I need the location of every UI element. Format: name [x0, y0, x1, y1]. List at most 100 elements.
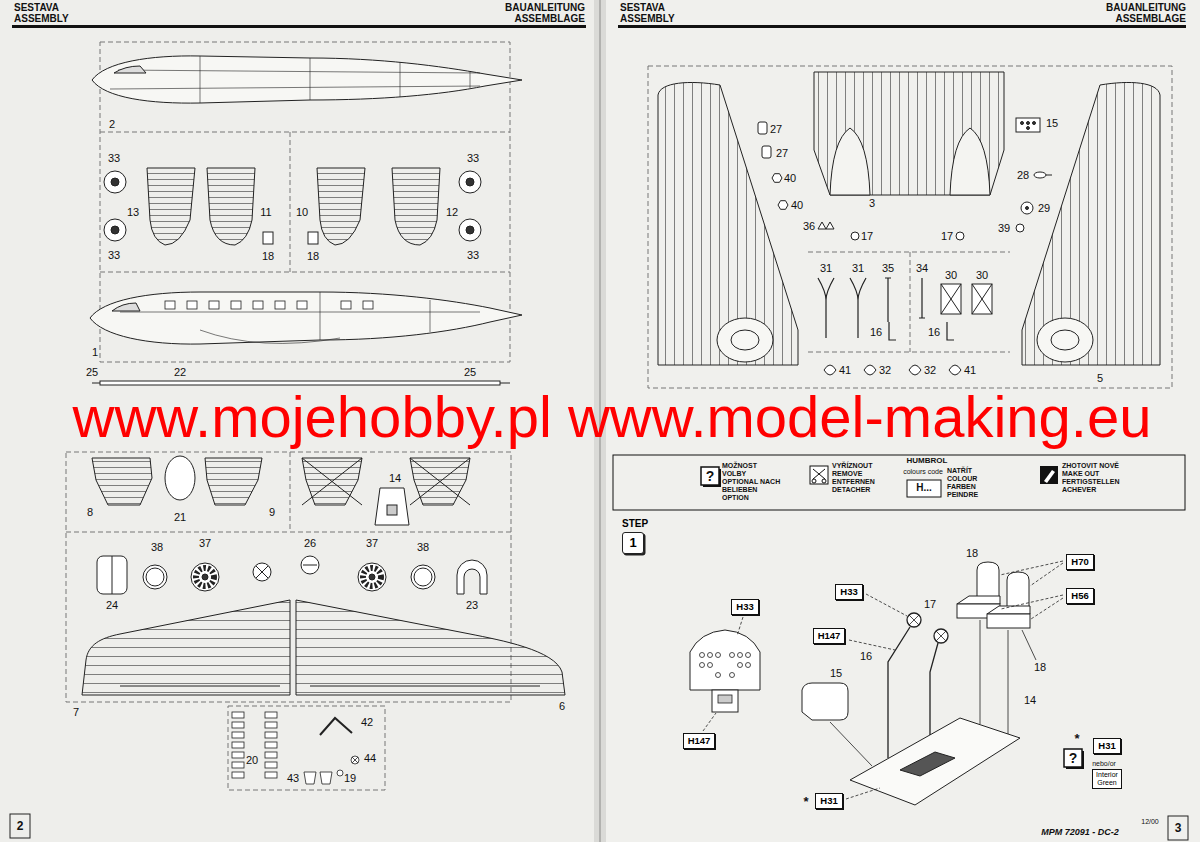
colour-code: H147	[818, 631, 841, 641]
part-number: 7	[73, 707, 79, 718]
instrument-panel	[716, 673, 721, 678]
colour-leader	[737, 617, 743, 636]
seat	[1007, 572, 1029, 610]
part-number: 41	[839, 365, 851, 376]
small-part	[1021, 122, 1024, 125]
small-part	[941, 284, 992, 314]
wheel	[104, 171, 126, 193]
page-number: 2	[17, 820, 24, 832]
header-rule	[618, 25, 1186, 28]
window-sprue	[232, 712, 244, 718]
seat	[987, 614, 1030, 628]
colour-leader	[846, 788, 880, 799]
small-part	[818, 222, 834, 229]
window-sprue	[265, 752, 277, 758]
legend-band	[613, 455, 1185, 510]
colour-code-box	[907, 480, 941, 497]
cabin-window	[209, 301, 219, 309]
small-part	[909, 365, 921, 375]
control-column	[909, 615, 919, 625]
part-number: 27	[776, 148, 788, 159]
legend-text: ZHOTOVIT NOVĚ MAKE OUT FERTIGSTELLEN ACH…	[1062, 462, 1122, 494]
instrument-panel	[730, 673, 735, 678]
colour-code-box: H33	[835, 584, 862, 600]
instrument-panel	[690, 630, 760, 712]
option-icon	[701, 467, 719, 485]
window-sprue	[232, 742, 244, 748]
small-part	[851, 232, 859, 240]
part-number: 10	[296, 207, 308, 218]
fuselage-half	[92, 56, 522, 103]
colour-leader	[866, 594, 907, 616]
engine-part	[369, 574, 375, 580]
wheel	[466, 226, 474, 234]
make-new-icon	[1040, 466, 1058, 484]
small-part	[1034, 172, 1046, 178]
strip-part	[500, 383, 510, 384]
small-part	[146, 568, 164, 586]
colour-code-box: H33	[731, 599, 758, 615]
part-number: 40	[791, 200, 803, 211]
instrument-panel	[730, 653, 735, 658]
legend-text: MOŽNOST VOLBY OPTIONAL NACH BELIEBEN OPT…	[722, 462, 782, 502]
note-star: *	[1074, 732, 1079, 745]
wheel	[111, 226, 119, 234]
window-sprue	[351, 756, 359, 764]
part-number: 18	[307, 251, 319, 262]
instrument-panel	[738, 653, 743, 658]
assembly-line	[830, 620, 1036, 766]
part-number: 15	[1046, 118, 1058, 129]
part-number: 25	[464, 367, 476, 378]
strip-part	[100, 381, 500, 385]
control-column	[936, 631, 946, 641]
assembly-line	[1022, 630, 1036, 660]
seat	[957, 596, 1000, 604]
colour-leader	[849, 640, 895, 650]
engine-part	[191, 563, 386, 591]
part-number: 16	[860, 651, 872, 662]
part-number: 17	[861, 231, 873, 242]
small-part	[303, 565, 317, 566]
window-sprue	[232, 772, 244, 778]
sprue-frame	[290, 452, 291, 532]
cockpit-floor	[850, 718, 1020, 805]
cabin-window	[253, 301, 263, 309]
unused-cross	[302, 458, 362, 505]
sprue-frame	[66, 532, 511, 533]
part-number: 37	[199, 538, 211, 549]
sprue-frame	[228, 706, 385, 790]
part-number: 37	[366, 538, 378, 549]
instrument-panel	[746, 663, 751, 668]
part-number: 24	[106, 600, 118, 611]
window-sprue	[232, 752, 244, 758]
note-star: *	[803, 795, 808, 808]
remove-icon	[810, 466, 828, 484]
option-icon	[1064, 749, 1084, 769]
part-number: 12	[446, 207, 458, 218]
part-number: 3	[869, 198, 875, 209]
centre-wing	[950, 128, 990, 195]
cabin-window	[187, 301, 197, 309]
strut-part	[919, 278, 925, 318]
control-column	[888, 627, 910, 758]
outer-wing	[1022, 82, 1160, 365]
page-number-frame	[10, 814, 1188, 840]
sprue-frame	[290, 132, 291, 272]
part-number: 9	[269, 507, 275, 518]
engine-part	[202, 574, 208, 580]
seat-back	[802, 683, 848, 720]
window-sprue	[232, 732, 244, 738]
stabiliser-part	[92, 458, 470, 505]
engine-part	[196, 568, 214, 586]
assembly-line	[980, 620, 981, 724]
kit-code: MPM 72091 - DC-2	[1041, 828, 1119, 837]
legend-text: NATŘÍT COLOUR FARBEN PEINDRE	[947, 467, 981, 499]
small-part	[256, 566, 268, 578]
instrument-panel	[718, 695, 732, 703]
small-part	[758, 118, 1052, 375]
window-sprue	[265, 732, 277, 738]
unused-cross	[302, 458, 362, 505]
colour-code: H31	[820, 796, 837, 806]
make-new-icon	[1040, 466, 1058, 484]
control-column	[934, 629, 948, 643]
